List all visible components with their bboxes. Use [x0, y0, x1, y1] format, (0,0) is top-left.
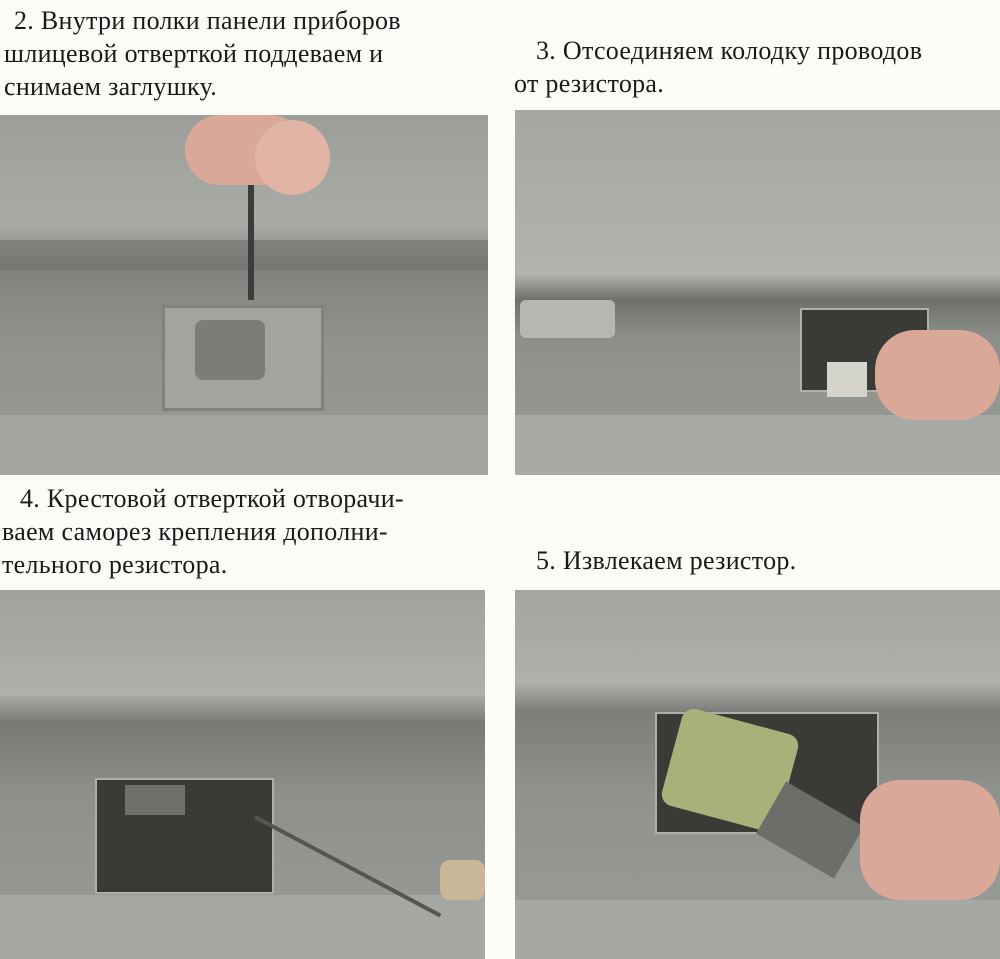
caption-line: 5. Извлекаем резистор.	[536, 546, 797, 575]
step-4-caption: 4. Крестовой отверткой отворачи- ваем са…	[2, 482, 404, 581]
caption-line: 4. Крестовой отверткой отворачи-	[20, 484, 404, 513]
photo-step-4	[0, 590, 485, 959]
caption-line: 3. Отсоединяем колодку проводов	[536, 36, 923, 65]
step-3-caption: 3. Отсоединяем колодку проводов от резис…	[514, 34, 923, 100]
step-2-caption: 2. Внутри полки панели приборов шлицевой…	[4, 4, 401, 103]
caption-line: снимаем заглушку.	[4, 72, 218, 101]
caption-line: от резистора.	[514, 69, 665, 98]
caption-line: шлицевой отверткой поддеваем и	[4, 39, 384, 68]
step-5-caption: 5. Извлекаем резистор.	[536, 544, 796, 577]
photo-step-2	[0, 115, 488, 475]
photo-step-3	[515, 110, 1000, 475]
caption-line: тельного резистора.	[2, 550, 228, 579]
caption-line: ваем саморез крепления дополни-	[2, 517, 388, 546]
caption-line: 2. Внутри полки панели приборов	[14, 6, 401, 35]
photo-step-5	[515, 590, 1000, 959]
